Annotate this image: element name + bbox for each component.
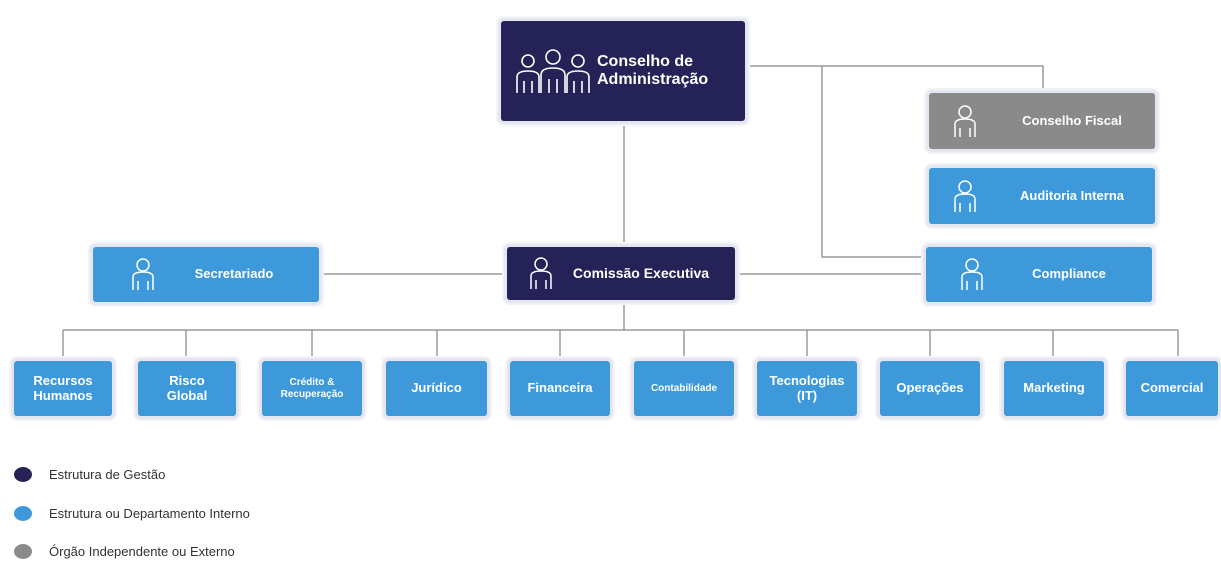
comissao-executiva-label: Comissão Executiva [572,265,710,282]
legend-swatch-grey [14,543,32,559]
legend-label: Estrutura ou Departamento Interno [49,505,250,521]
person-icon [961,258,983,290]
legend-swatch-navy [14,466,32,482]
person-icon [954,180,976,212]
board-group-icon [516,49,590,93]
legend-item-gestao: Estrutura de Gestão [14,465,165,483]
department-contabilidade: Contabilidade [634,361,734,416]
department-risco-global: Risco Global [138,361,236,416]
department-tecnologias-it: Tecnologias (IT) [757,361,857,416]
department-juridico: Jurídico [386,361,487,416]
person-icon [954,105,976,137]
conselho-administracao-label: Conselho de Administração [597,52,709,88]
secretariado-box: Secretariado [93,247,319,302]
department-recursos-humanos: Recursos Humanos [14,361,112,416]
person-icon [530,257,552,289]
department-operacoes: Operações [880,361,980,416]
legend-label: Órgão Independente ou Externo [49,543,235,559]
legend-item-externo: Órgão Independente ou Externo [14,542,235,560]
auditoria-interna-box: Auditoria Interna [929,168,1155,224]
department-comercial: Comercial [1126,361,1218,416]
department-credito-recuperacao: Crédito & Recuperação [262,361,362,416]
secretariado-label: Secretariado [194,266,274,282]
legend-swatch-blue [14,505,32,521]
compliance-box: Compliance [926,247,1152,302]
compliance-label: Compliance [1032,266,1106,282]
conselho-administracao-box: Conselho de Administração [501,21,745,121]
department-marketing: Marketing [1004,361,1104,416]
conselho-fiscal-box: Conselho Fiscal [929,93,1155,149]
comissao-executiva-box: Comissão Executiva [507,247,735,300]
auditoria-interna-label: Auditoria Interna [1019,187,1124,203]
person-icon [132,258,154,290]
department-financeira: Financeira [510,361,610,416]
legend-label: Estrutura de Gestão [49,466,166,482]
conselho-fiscal-label: Conselho Fiscal [1022,112,1122,128]
legend-item-interno: Estrutura ou Departamento Interno [14,504,250,522]
